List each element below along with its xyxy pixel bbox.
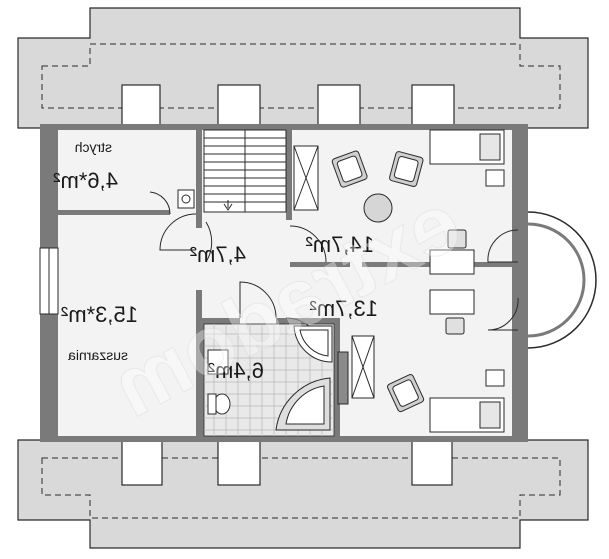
furniture-upper-room — [331, 129, 505, 275]
attic-area: 4,6*m² — [53, 168, 118, 193]
furniture-lower-room — [337, 289, 505, 433]
roof-window-wells — [293, 145, 375, 399]
roof-top — [17, 7, 589, 129]
attic-name: strych — [75, 139, 112, 155]
bay-oriel — [527, 211, 597, 349]
room-upper-area: 14,7m² — [306, 232, 374, 257]
staircase — [203, 129, 287, 213]
room-lower-area: 13,7m² — [310, 296, 378, 321]
roof-dormers — [121, 84, 455, 486]
bath-area: 6,4m² — [208, 358, 264, 383]
roof-bottom — [17, 439, 589, 549]
bath-fixtures — [207, 325, 333, 431]
room-labels: strych 4,6*m² 4,7m² 14,7m² 13,7m² 15,3*m… — [53, 139, 378, 383]
attic-furnace — [177, 189, 195, 209]
left-window — [39, 247, 59, 315]
hall-area: 4,7m² — [190, 242, 246, 267]
drying-area: 15,3*m² — [61, 302, 138, 327]
drying-name: suszarnia — [68, 347, 128, 363]
